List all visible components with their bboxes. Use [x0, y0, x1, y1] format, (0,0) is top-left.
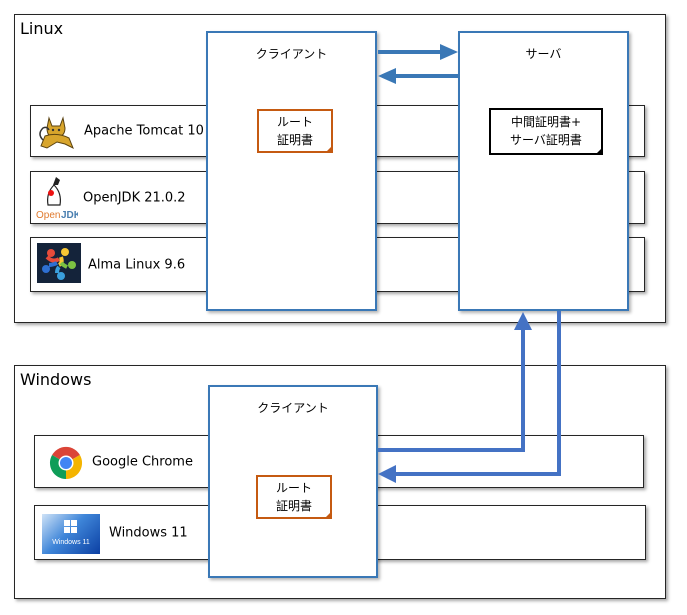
windows11-icon: Windows 11 — [42, 514, 100, 554]
node-title: サーバ — [525, 47, 562, 61]
page-fold-icon — [324, 511, 332, 519]
note-line: ルート — [275, 481, 312, 495]
root-certificate-note: ルート 証明書 — [257, 109, 333, 153]
svg-text:Open: Open — [36, 210, 60, 221]
node-title: クライアント — [255, 47, 328, 61]
note-line: 証明書 — [276, 133, 313, 147]
svg-text:JDK: JDK — [61, 210, 78, 221]
note-line: 中間証明書+ — [510, 115, 582, 129]
note-line: 証明書 — [275, 499, 312, 513]
page-fold-icon — [325, 145, 333, 153]
root-certificate-note: ルート 証明書 — [256, 475, 332, 519]
windows-client-node: クライアント ルート 証明書 — [208, 385, 378, 578]
row-label: Apache Tomcat 10 — [84, 123, 204, 139]
page-fold-icon — [595, 147, 603, 155]
linux-group-title: Linux — [20, 19, 64, 38]
note-line: サーバ証明書 — [510, 133, 582, 147]
openjdk-icon: Open JDK — [34, 175, 82, 221]
node-title: クライアント — [257, 401, 329, 415]
windows-group-title: Windows — [20, 370, 92, 389]
windows11-icon-text: Windows 11 — [52, 539, 90, 546]
row-label: Alma Linux 9.6 — [88, 257, 186, 272]
chrome-icon — [49, 446, 83, 480]
row-label: Google Chrome — [92, 454, 193, 469]
server-certificate-note: 中間証明書+ サーバ証明書 — [489, 108, 603, 155]
tomcat-icon — [35, 114, 77, 150]
row-label: Windows 11 — [109, 525, 188, 540]
almalinux-icon — [37, 243, 81, 283]
server-node: サーバ 中間証明書+ サーバ証明書 — [458, 31, 629, 311]
note-line: ルート — [276, 115, 313, 129]
linux-client-node: クライアント ルート 証明書 — [206, 31, 377, 311]
row-label: OpenJDK 21.0.2 — [83, 190, 186, 205]
